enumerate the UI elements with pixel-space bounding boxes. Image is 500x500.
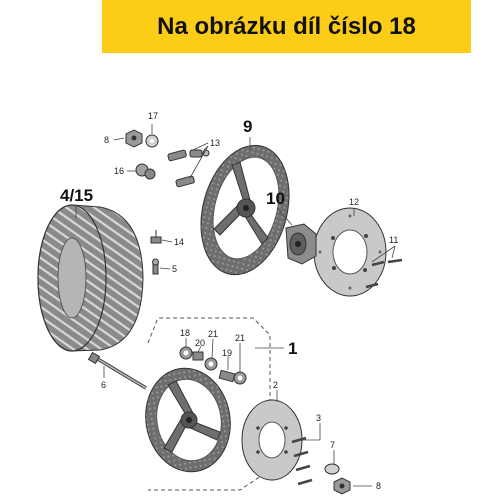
assembly-box <box>147 317 271 491</box>
rear-hub <box>285 223 317 265</box>
callout-3: 3 <box>316 413 321 423</box>
callout-13: 13 <box>210 138 220 148</box>
rear-wheel <box>200 144 290 276</box>
spacer-19 <box>218 369 236 383</box>
callout-8-top: 8 <box>104 135 109 145</box>
valve-5 <box>152 258 159 275</box>
axle-6 <box>87 351 147 390</box>
callout-18: 18 <box>180 328 190 338</box>
spacer-20 <box>192 351 204 361</box>
callout-2: 2 <box>273 380 278 390</box>
tire <box>37 204 144 352</box>
callout-10: 10 <box>266 189 285 208</box>
callout-12: 12 <box>349 197 359 207</box>
callout-17: 17 <box>148 111 158 121</box>
bolts-3 <box>291 436 313 486</box>
nut-8-top <box>125 129 143 148</box>
callout-21-b: 21 <box>235 333 245 343</box>
callout-8-bottom: 8 <box>376 481 381 491</box>
banner-title: Na obrázku díl číslo 18 <box>157 13 416 40</box>
bearing-18 <box>179 346 193 360</box>
leader-lines <box>75 124 396 487</box>
front-brake-disc <box>241 399 303 481</box>
callout-16: 16 <box>114 166 124 176</box>
valves-13 <box>167 149 210 188</box>
title-banner: Na obrázku díl číslo 18 <box>102 0 471 53</box>
valve-14 <box>150 230 162 244</box>
callout-7: 7 <box>330 440 335 450</box>
callout-19: 19 <box>222 348 232 358</box>
bearing-21b <box>233 371 247 385</box>
callout-20: 20 <box>195 338 205 348</box>
washer-17 <box>145 134 159 148</box>
clips-16 <box>135 163 156 180</box>
rear-brake-disc <box>313 207 387 297</box>
washer-7 <box>324 463 340 475</box>
callout-11: 11 <box>389 235 398 245</box>
callout-14: 14 <box>174 237 184 247</box>
callout-5: 5 <box>172 264 177 274</box>
callout-6: 6 <box>101 380 106 390</box>
bolts-11 <box>365 258 403 289</box>
callout-4-15: 4/15 <box>60 186 93 205</box>
front-wheel <box>145 367 231 473</box>
callout-21-a: 21 <box>208 329 218 339</box>
callout-9: 9 <box>243 117 252 136</box>
nut-8-bottom <box>333 477 351 495</box>
callout-1: 1 <box>288 339 297 358</box>
bearing-21a <box>204 357 218 371</box>
